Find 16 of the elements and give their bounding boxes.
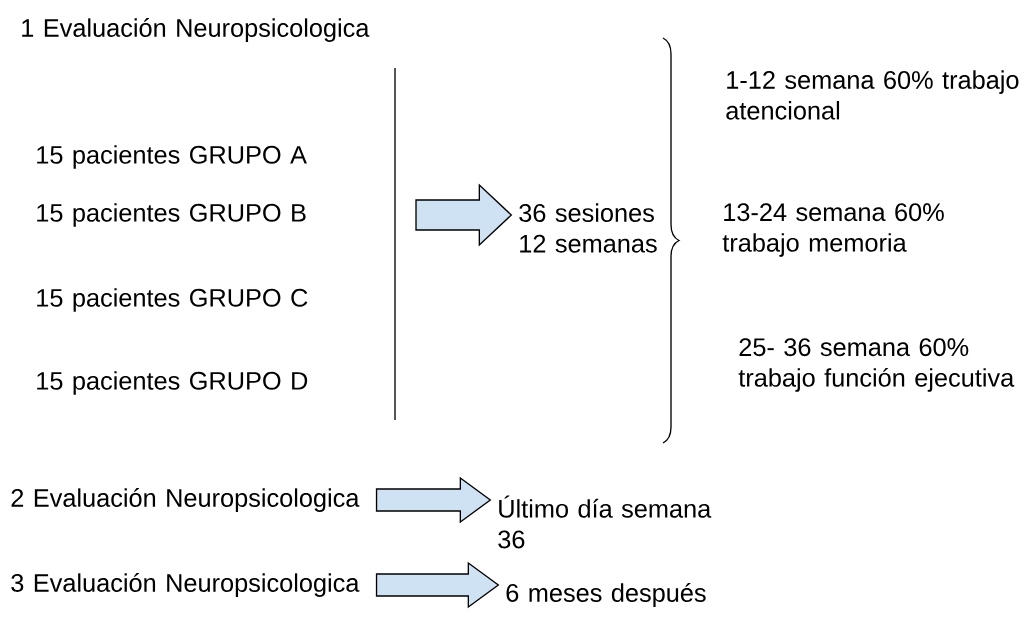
text-label: Último día semana 36 xyxy=(498,495,712,549)
text-label: 13-24 semana 60% trabajo memoria xyxy=(722,203,944,257)
text-label: 25- 36 semana 60% trabajo función ejecutiva xyxy=(738,338,1015,392)
text-label: 6 meses después xyxy=(506,583,706,607)
text-label: 1 Evaluación Neuropsicologica xyxy=(22,18,370,42)
text-label: 15 pacientes GRUPO A xyxy=(37,145,307,169)
text-label: 36 sesiones 12 semanas xyxy=(519,203,657,253)
block-arrow xyxy=(375,561,500,609)
text-label: 2 Evaluación Neuropsicologica xyxy=(11,488,360,512)
text-label: 3 Evaluación Neuropsicologica xyxy=(11,573,360,597)
text-label: 15 pacientes GRUPO C xyxy=(37,288,308,312)
block-arrow xyxy=(415,183,513,247)
block-arrow xyxy=(375,476,492,524)
text-label: 15 pacientes GRUPO D xyxy=(37,371,308,395)
text-label: 15 pacientes GRUPO B xyxy=(37,203,306,227)
text-label: 1-12 semana 60% trabajo atencional xyxy=(726,70,1019,120)
